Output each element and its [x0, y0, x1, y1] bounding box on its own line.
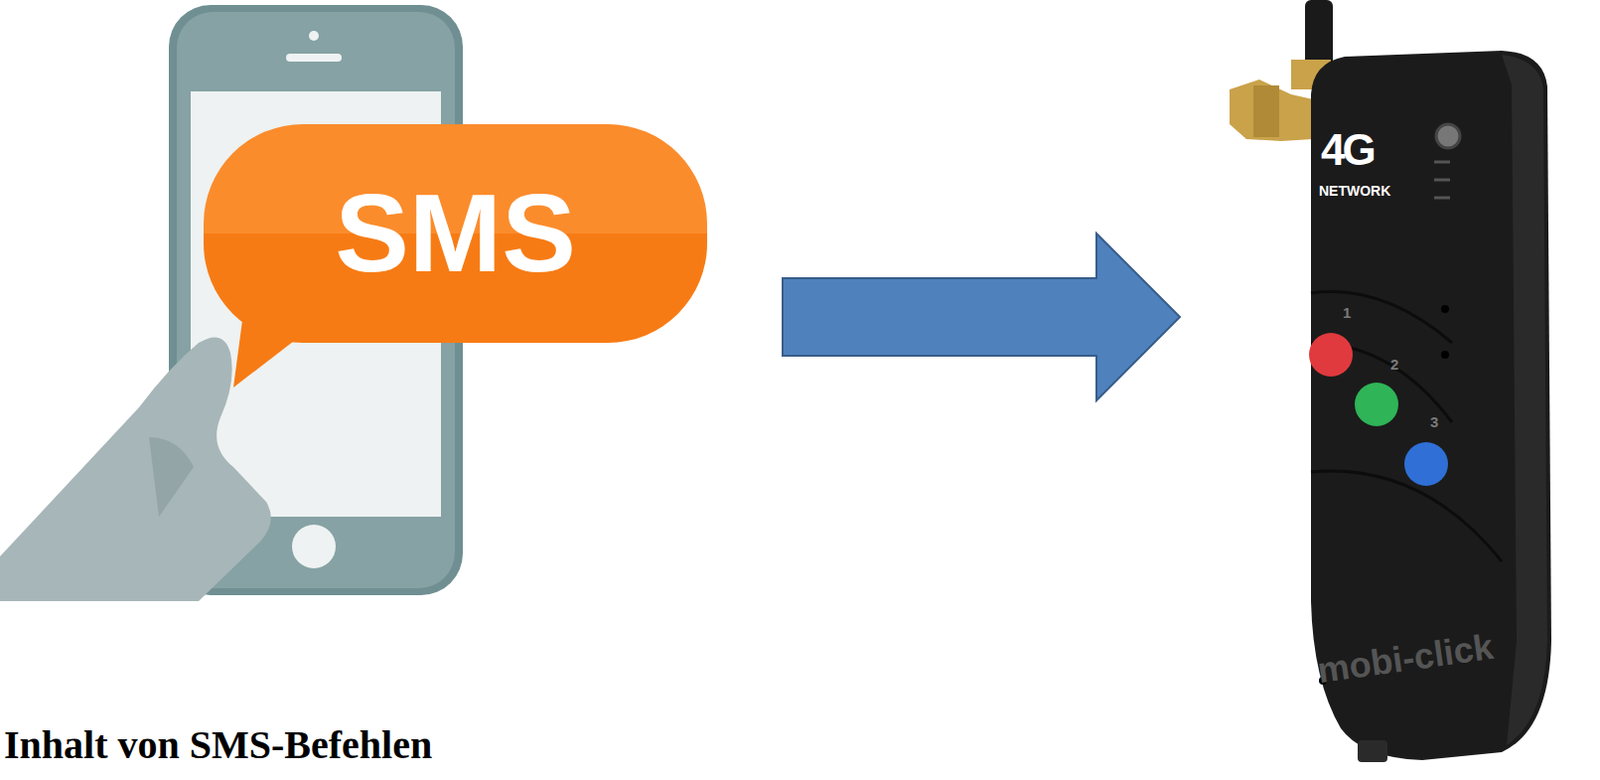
- network-label: NETWORK: [1318, 183, 1391, 198]
- antenna: [1305, 0, 1333, 70]
- device-housing: 4GNETWORK123mobi-click: [1303, 44, 1554, 762]
- phone-speaker: [286, 53, 342, 62]
- phone-camera: [308, 30, 319, 41]
- bubble-text: SMS: [334, 177, 577, 290]
- network-logo: 4G: [1320, 128, 1374, 172]
- phone-home-button: [291, 524, 336, 569]
- button-number: 1: [1342, 304, 1351, 320]
- button-number: 2: [1390, 356, 1399, 372]
- speech-bubble: SMS: [203, 124, 708, 343]
- hand: [0, 336, 272, 601]
- page-title: Inhalt von SMS-Befehlen: [3, 723, 433, 767]
- hand-shadow: [148, 436, 194, 517]
- button-number: 3: [1430, 414, 1439, 430]
- block-arrow: [782, 233, 1180, 401]
- antenna-nut: [1253, 85, 1280, 138]
